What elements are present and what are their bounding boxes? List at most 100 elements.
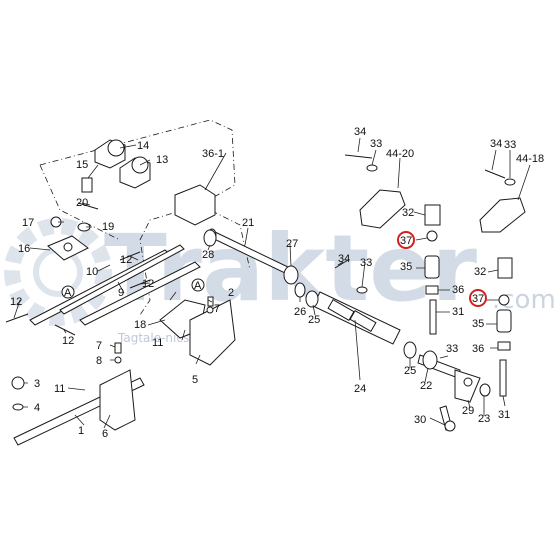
leader-lines — [13, 137, 531, 429]
callout-30: 30 — [414, 414, 426, 426]
plate-16-hole — [63, 242, 73, 252]
callout-13: 13 — [156, 154, 168, 166]
seal-28 — [203, 229, 217, 247]
washer-4 — [12, 403, 24, 411]
callout-37b: 37 — [472, 293, 484, 305]
callout-36-1: 36-1 — [202, 148, 224, 160]
bracket-44-20 — [359, 189, 406, 229]
callout-16: 16 — [18, 243, 30, 255]
bolt-15 — [81, 177, 93, 193]
bushing-14 — [107, 139, 125, 157]
callout-22: 22 — [420, 380, 432, 392]
callout-32b: 32 — [474, 266, 486, 278]
callout-15: 15 — [76, 159, 88, 171]
fork-6 — [99, 369, 136, 431]
callout-7b: 7 — [96, 340, 102, 352]
callout-9: 9 — [118, 287, 124, 299]
callout-33b: 33 — [370, 138, 382, 150]
callout-26: 26 — [294, 306, 306, 318]
callouts: 14 13 36-1 15 20 17 19 16 12 10 12 9 A A… — [10, 126, 544, 440]
callout-14: 14 — [137, 140, 149, 152]
callout-12c: 12 — [142, 278, 154, 290]
callout-36b: 36 — [472, 343, 484, 355]
plate-32b — [497, 257, 513, 279]
rod-31b — [499, 359, 507, 397]
washer-33 — [356, 286, 368, 294]
pin-12d — [54, 324, 76, 336]
callout-44-18: 44-18 — [516, 153, 544, 165]
right-assembly-a — [344, 154, 441, 335]
bracket-44-18 — [479, 197, 526, 233]
highlight-ring-37a — [397, 231, 415, 249]
callout-4: 4 — [34, 402, 40, 414]
callout-12d: 12 — [62, 335, 74, 347]
nut-36a — [425, 285, 439, 295]
plate-32a — [424, 204, 441, 226]
callout-36a: 36 — [452, 284, 464, 296]
callout-44-20: 44-20 — [386, 148, 414, 160]
washer-23 — [479, 383, 491, 397]
lever-34a — [334, 259, 349, 269]
bracket-36-1 — [174, 184, 216, 226]
pin-29 — [463, 377, 473, 387]
callout-5: 5 — [192, 374, 198, 386]
callout-6: 6 — [102, 428, 108, 440]
left-assembly — [5, 119, 251, 446]
callout-34c: 34 — [490, 138, 502, 150]
callout-33c: 33 — [504, 139, 516, 151]
nut-36b — [497, 341, 511, 351]
callout-18: 18 — [134, 319, 146, 331]
highlight-ring-37b — [469, 289, 487, 307]
callout-25a: 25 — [308, 314, 320, 326]
callout-25b: 25 — [404, 365, 416, 377]
rod-9 — [79, 261, 201, 326]
callout-31b: 31 — [498, 409, 510, 421]
callout-28: 28 — [202, 249, 214, 261]
watermark-sub: Tagtale-nics — [117, 331, 189, 345]
callout-3: 3 — [34, 378, 40, 390]
center-assembly — [203, 228, 491, 432]
callout-12b: 12 — [120, 254, 132, 266]
nut-37b — [498, 294, 510, 306]
callout-32a: 32 — [402, 207, 414, 219]
callout-2: 2 — [228, 287, 234, 299]
callout-20: 20 — [76, 197, 88, 209]
callout-29: 29 — [462, 405, 474, 417]
mark-a-circle-2 — [191, 278, 205, 292]
spring-35a — [424, 255, 440, 279]
pin-12a — [5, 313, 29, 323]
callout-27: 27 — [286, 238, 298, 250]
gear-24a — [327, 298, 355, 322]
pin-20 — [77, 202, 99, 210]
bushing-25b — [403, 341, 417, 359]
callout-23: 23 — [478, 413, 490, 425]
rod-11b — [59, 244, 185, 315]
callout-19: 19 — [102, 221, 114, 233]
washer-33b — [366, 164, 378, 172]
washer-27 — [283, 265, 299, 285]
mark-a-1: A — [64, 287, 72, 299]
rod-31a — [429, 299, 437, 335]
callout-34a: 34 — [338, 253, 350, 265]
lever-34b — [344, 154, 373, 159]
callout-12a: 12 — [10, 296, 22, 308]
ball-8 — [114, 356, 122, 364]
callout-31a: 31 — [452, 306, 464, 318]
callout-35b: 35 — [472, 318, 484, 330]
callout-33d: 33 — [446, 343, 458, 355]
callout-21: 21 — [242, 217, 254, 229]
nut-30 — [444, 420, 456, 432]
ball-3 — [11, 376, 25, 390]
bushing-25a — [305, 290, 319, 308]
fork-5 — [189, 299, 236, 366]
spring-7 — [114, 342, 122, 354]
callout-35a: 35 — [400, 261, 412, 273]
callout-11a: 11 — [54, 383, 65, 395]
mark-a-2: A — [194, 280, 202, 292]
mark-a-circle — [61, 285, 75, 299]
lever-34c — [484, 169, 506, 179]
callout-33a: 33 — [360, 257, 372, 269]
gear-24b — [349, 309, 377, 333]
callout-37a: 37 — [400, 235, 412, 247]
